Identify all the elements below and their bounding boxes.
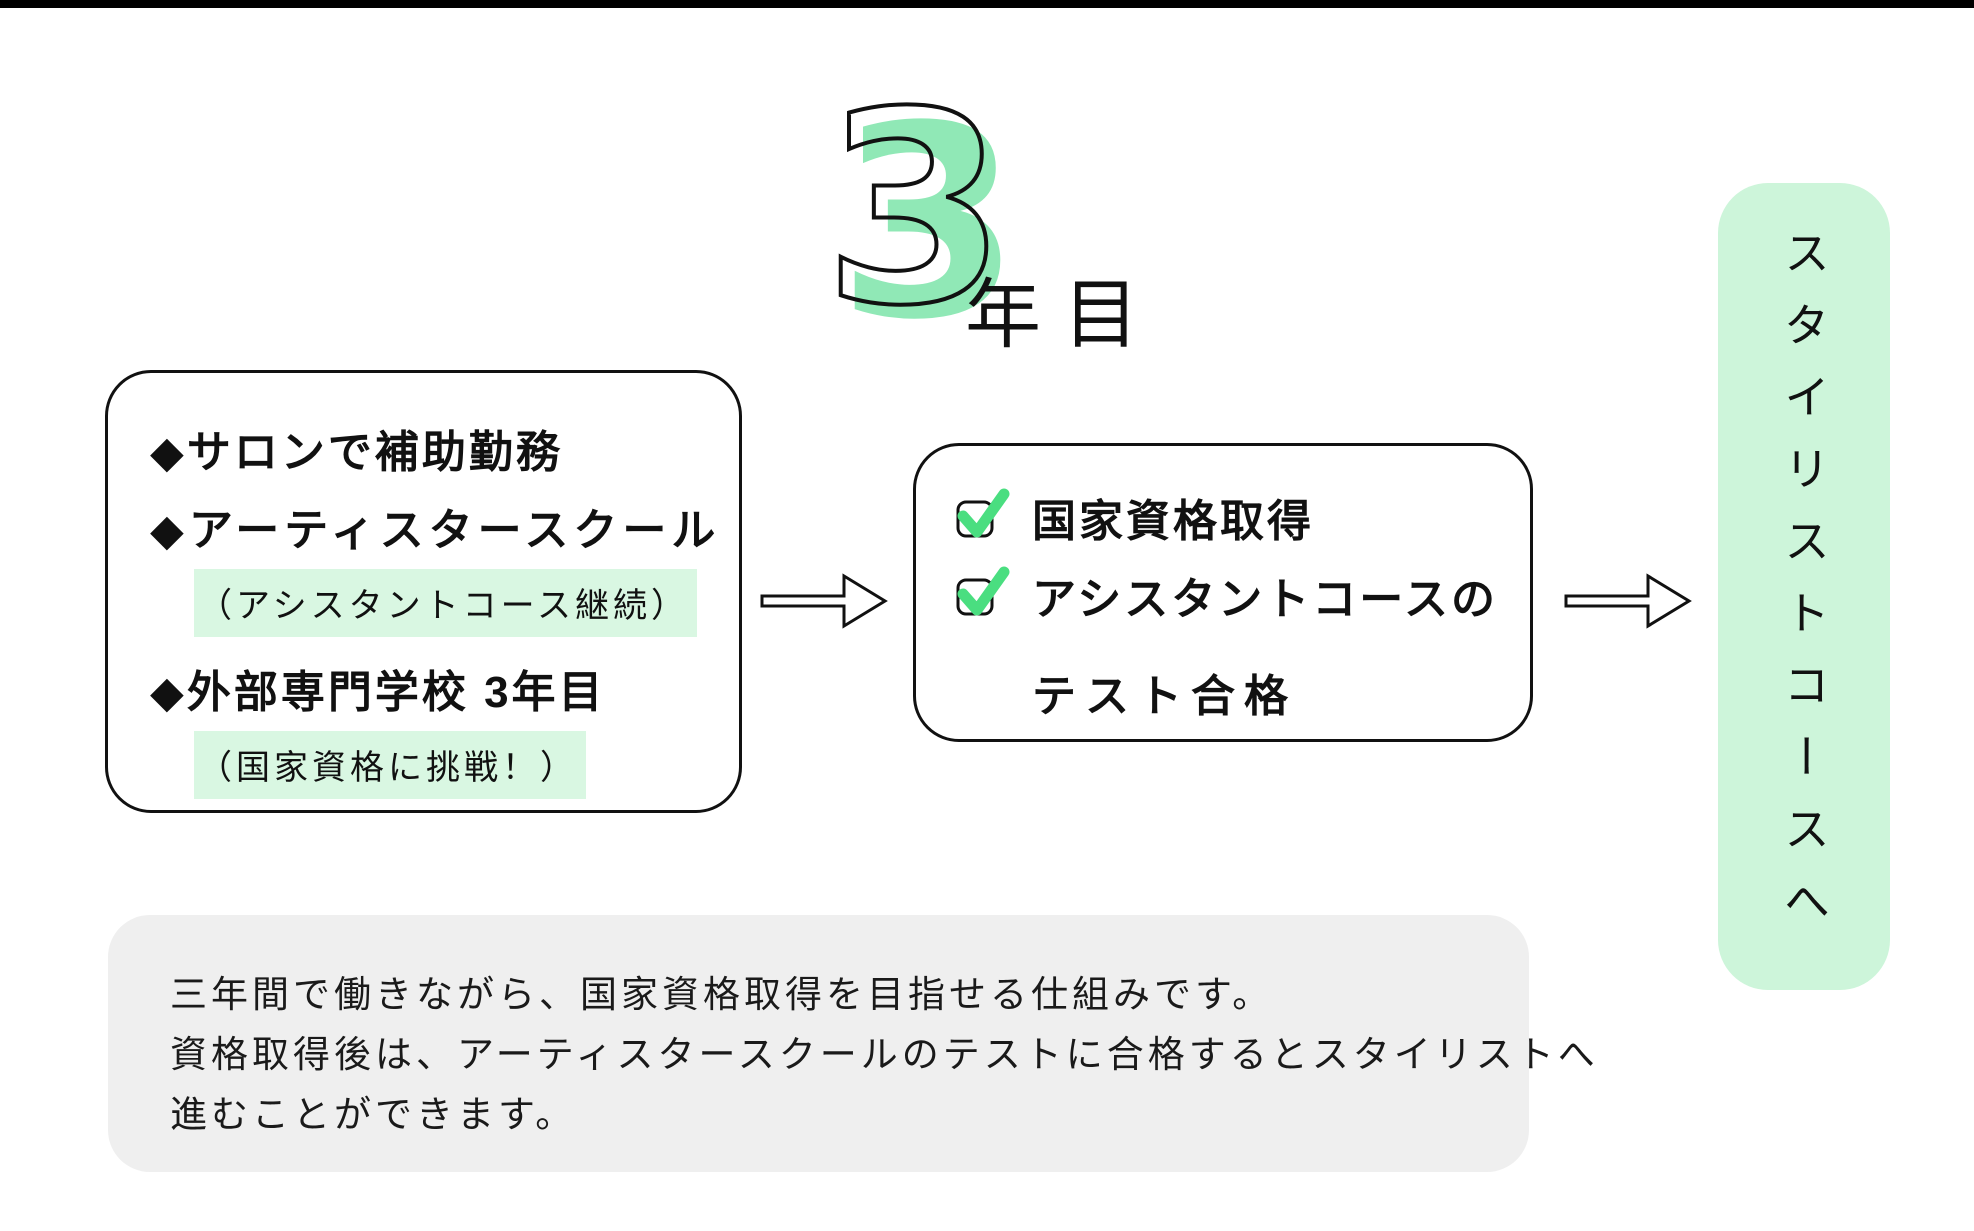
big-number-3: 3 3 [821,85,1021,335]
activity-note-highlight: （アシスタントコース継続） [194,569,697,637]
goal-box: スタイリストコースへ [1718,183,1890,990]
diamond-bullet-icon: ◆ [150,428,187,477]
check-label-line2: テスト合格 [1032,672,1297,721]
check-row: 国家資格取得 [954,488,1530,548]
activity-note-line: （国家資格に挑戦！） [194,731,739,799]
description-line: 進むことができます。 [170,1094,577,1135]
check-label: 国家資格取得 [1032,497,1314,546]
year-suffix-label: 年目 [965,273,1161,358]
requirements-box: 国家資格取得 アシスタントコースの テスト合格 [913,443,1533,742]
check-row: アシスタントコースの [954,566,1530,626]
description-box: 三年間で働きながら、国家資格取得を目指せる仕組みです。 資格取得後は、アーティス… [108,915,1599,1172]
big-number-fill: 3 [837,85,1021,335]
check-label: アシスタントコースの [1032,575,1499,624]
description-line: 三年間で働きながら、国家資格取得を目指せる仕組みです。 [170,974,1274,1015]
year-heading: 3 3 年目 [795,85,1215,358]
activity-item: ◆サロンで補助勤務 [150,431,739,475]
top-border-bar [0,0,1974,8]
activity-note-line: （アシスタントコース継続） [194,569,739,637]
checked-checkbox-icon [956,488,1010,538]
big-number-outline: 3 [823,85,1007,335]
activity-item: ◆外部専門学校 3年目 [150,671,739,715]
description-line: 資格取得後は、アーティスタースクールのテストに合格するとスタイリストへ [170,1034,1599,1075]
checked-checkbox-icon [956,566,1010,616]
flow-arrow-right-icon [760,573,888,629]
diamond-bullet-icon: ◆ [150,506,189,555]
activity-note-highlight: （国家資格に挑戦！） [194,731,586,799]
diamond-bullet-icon: ◆ [150,668,187,717]
activity-label: サロンで補助勤務 [186,428,563,477]
activity-item: ◆アーティスタースクール [150,509,739,553]
activity-label: アーティスタースクール [188,506,721,555]
goal-label: スタイリストコースへ [1778,229,1830,949]
activities-box: ◆サロンで補助勤務 ◆アーティスタースクール （アシスタントコース継続） ◆外部… [105,370,742,813]
activity-label: 外部専門学校 3年目 [186,668,606,717]
flow-arrow-right-icon [1564,573,1692,629]
